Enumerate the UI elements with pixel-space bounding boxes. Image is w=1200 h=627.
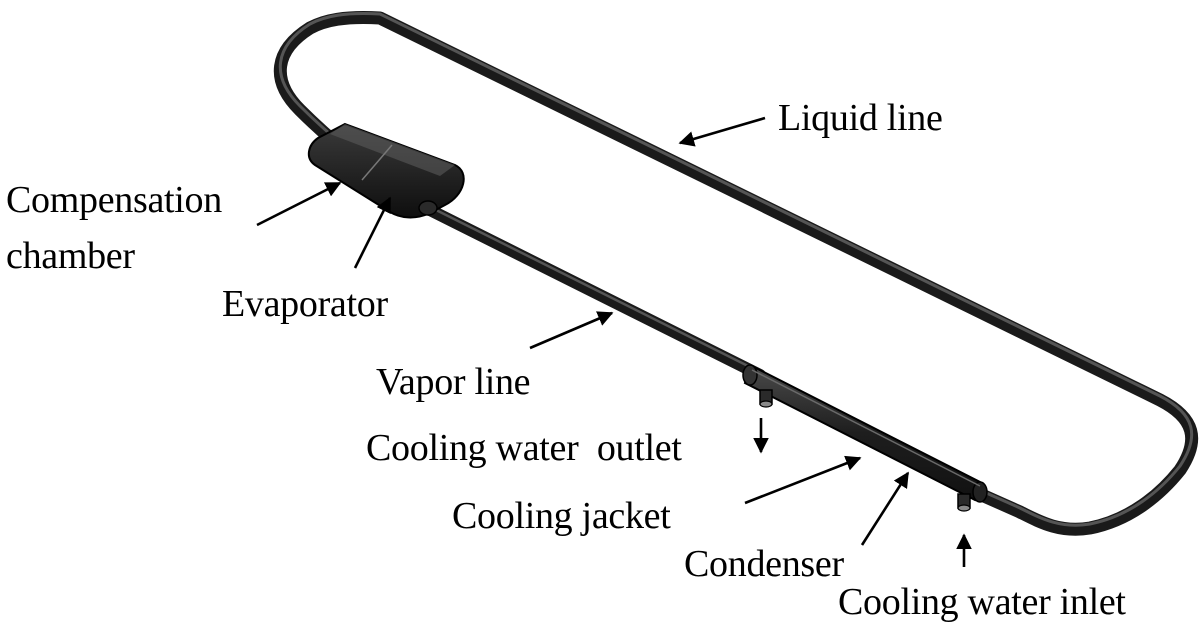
vapor-line-pipe [424, 204, 766, 381]
condenser-arrow [860, 471, 910, 546]
evaporator-body [307, 122, 465, 219]
evaporator-arrow [353, 196, 392, 269]
condenser-label: Condenser [684, 543, 844, 585]
compensation-chamber-label-line1: Compensation [6, 179, 222, 221]
compensation-chamber-label-line2: chamber [6, 235, 135, 277]
liquid-line-label: Liquid line [778, 97, 943, 139]
evaporator-label: Evaporator [222, 283, 388, 325]
vapor-line-arrow [529, 311, 614, 350]
vapor-line-label: Vapor line [376, 361, 530, 403]
compensation-chamber-arrow [256, 181, 342, 227]
cooling-water-outlet-label: Cooling water outlet [366, 427, 682, 469]
condenser-cooling-jacket [742, 364, 988, 503]
liquid-line-arrow [678, 116, 766, 147]
cooling-water-inlet-nozzle [957, 493, 971, 512]
cooling-jacket-label: Cooling jacket [452, 495, 671, 537]
liquid-line-pipe [273, 11, 1199, 536]
cooling-jacket-arrow [744, 455, 862, 505]
cooling-water-outlet-nozzle [759, 389, 773, 408]
cooling-water-inlet-label: Cooling water inlet [838, 581, 1126, 623]
